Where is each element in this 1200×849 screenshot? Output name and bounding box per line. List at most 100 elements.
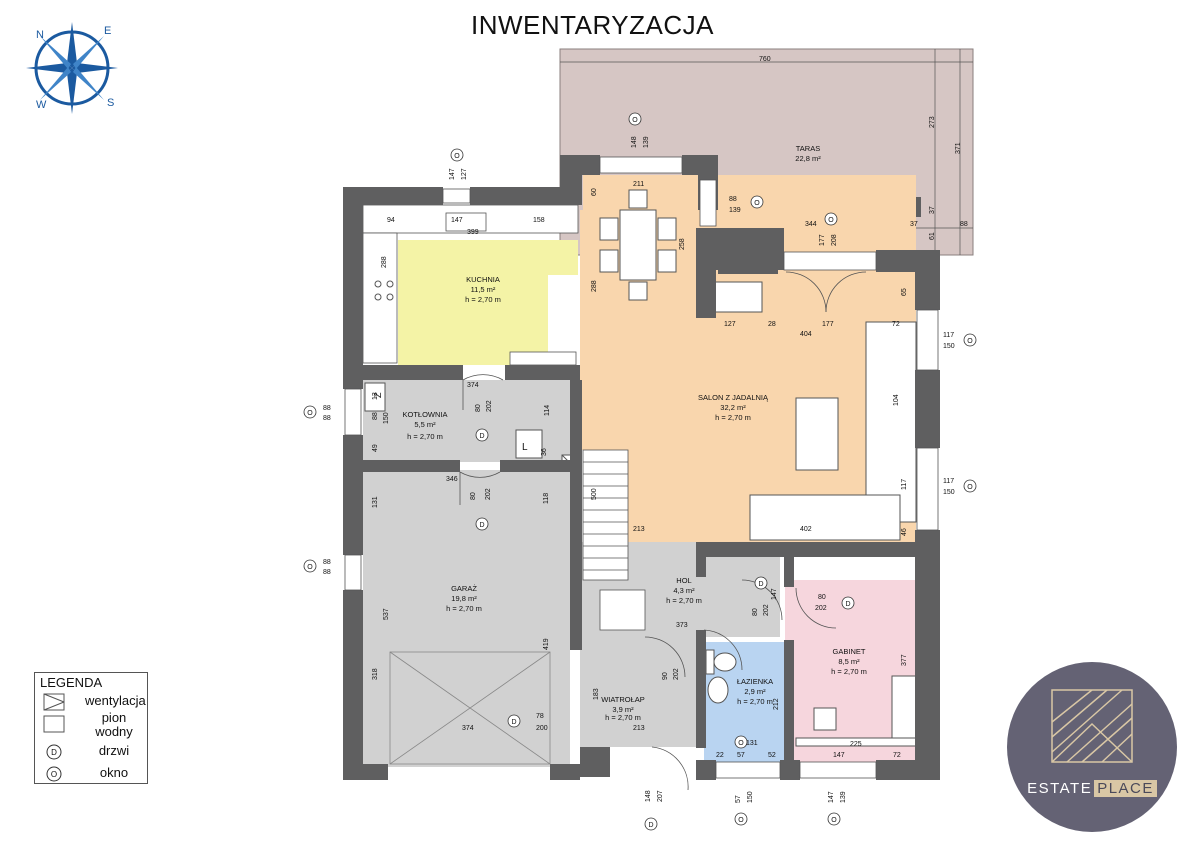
window-icon: O [46, 766, 62, 782]
room-name: GABINET [833, 647, 866, 656]
riser-label: Z [373, 392, 383, 398]
room-height: h = 2,70 m [446, 604, 482, 613]
window-icon [303, 405, 317, 419]
room-height: h = 2,70 m [407, 432, 443, 441]
dim: 52 [768, 752, 776, 759]
door-symbol: D [758, 581, 763, 588]
dim: 377 [901, 654, 908, 666]
dim: 49 [372, 444, 379, 452]
dim: 147 [833, 752, 845, 759]
riser-icon [43, 715, 65, 733]
room-area: 19,8 m² [451, 594, 477, 603]
dim: 148 [645, 790, 652, 802]
legend: LEGENDA wentylacja pion wodny D drzwi O … [34, 672, 148, 784]
room-name: TARAS [796, 144, 820, 153]
legend-label: wentylacja [85, 693, 146, 708]
dim: 200 [536, 725, 548, 732]
dim: 28 [768, 321, 776, 328]
dim: 80 [818, 594, 826, 601]
dim: 88 [960, 221, 968, 228]
room-area: 11,5 m² [471, 285, 496, 294]
dim: 177 [822, 321, 834, 328]
room-height: h = 2,70 m [605, 713, 641, 722]
window-icon [628, 112, 642, 126]
room-wiatrolap [580, 637, 696, 747]
dim: 374 [462, 725, 474, 732]
dimension-labels: 760 273 371 37 88 61 37 344 177 208 148 … [323, 56, 968, 803]
room-name: KUCHNIA [466, 275, 500, 284]
dim: 117 [943, 332, 954, 339]
door-icon [644, 817, 658, 831]
dim: 118 [543, 493, 550, 504]
dim: 404 [800, 331, 812, 338]
dim: 131 [372, 496, 379, 508]
room-name: SALON Z JADALNIĄ [698, 393, 769, 402]
window-icon [824, 212, 838, 226]
dim: 80 [475, 404, 482, 412]
dim: 80 [470, 492, 477, 500]
dim: 139 [840, 791, 847, 803]
window-icon [734, 812, 748, 826]
door-icon [754, 576, 768, 590]
window-icon [963, 333, 977, 347]
dim: 57 [737, 752, 745, 759]
legend-title: LEGENDA [40, 675, 103, 690]
dim: 147 [451, 217, 463, 224]
dim: 37 [910, 221, 918, 228]
dim: 211 [633, 181, 644, 188]
door-symbol: D [479, 522, 484, 529]
room-name: KOTŁOWNIA [402, 410, 447, 419]
dim: 46 [901, 528, 908, 536]
dim: 399 [467, 229, 479, 236]
door-symbol: D [479, 433, 484, 440]
dim: 131 [746, 740, 758, 747]
room-name: HOL [676, 576, 691, 585]
window-symbol: O [307, 410, 313, 417]
room-height: h = 2,70 m [465, 295, 501, 304]
room-labels: TARAS 22,8 m² KUCHNIA 11,5 m² h = 2,70 m… [402, 144, 866, 722]
door-symbol: D [51, 748, 57, 757]
boiler-label: L [522, 442, 528, 453]
house-logo-icon [1051, 689, 1133, 763]
door-icon [507, 714, 521, 728]
room-area: 2,9 m² [744, 687, 766, 696]
room-name: WIATROŁAP [601, 695, 645, 704]
dim: 72 [893, 752, 901, 759]
dim: 60 [591, 188, 598, 196]
dim: 61 [929, 232, 936, 240]
door-icon [841, 596, 855, 610]
dim: 147 [449, 168, 456, 180]
dim: 57 [735, 795, 742, 803]
window-symbol: O [307, 564, 313, 571]
compass-n: N [36, 29, 44, 41]
dim: 88 [323, 405, 331, 412]
dim: 88 [323, 415, 331, 422]
dim: 94 [387, 217, 395, 224]
room-name: GARAŻ [451, 584, 477, 593]
dim: 202 [673, 668, 680, 680]
dim: 202 [485, 488, 492, 500]
door-icon [475, 517, 489, 531]
dim: 88 [372, 412, 379, 420]
dim: 150 [943, 489, 955, 496]
legend-item: wentylacja [35, 691, 147, 713]
dim: 147 [828, 791, 835, 803]
dim: 344 [805, 221, 817, 228]
compass-s: S [107, 97, 114, 109]
legend-label: pion wodny [95, 710, 133, 739]
legend-label: drzwi [98, 743, 130, 758]
door-symbol: D [511, 719, 516, 726]
dim: 760 [759, 56, 771, 63]
window-symbol: O [828, 217, 834, 224]
window-icon [734, 735, 748, 749]
dim: 117 [943, 478, 954, 485]
dim: 127 [724, 321, 736, 328]
room-height: h = 2,70 m [737, 697, 773, 706]
dim: 78 [536, 713, 544, 720]
dim: 212 [773, 698, 780, 710]
window-icon [827, 812, 841, 826]
dim: 150 [383, 412, 390, 424]
